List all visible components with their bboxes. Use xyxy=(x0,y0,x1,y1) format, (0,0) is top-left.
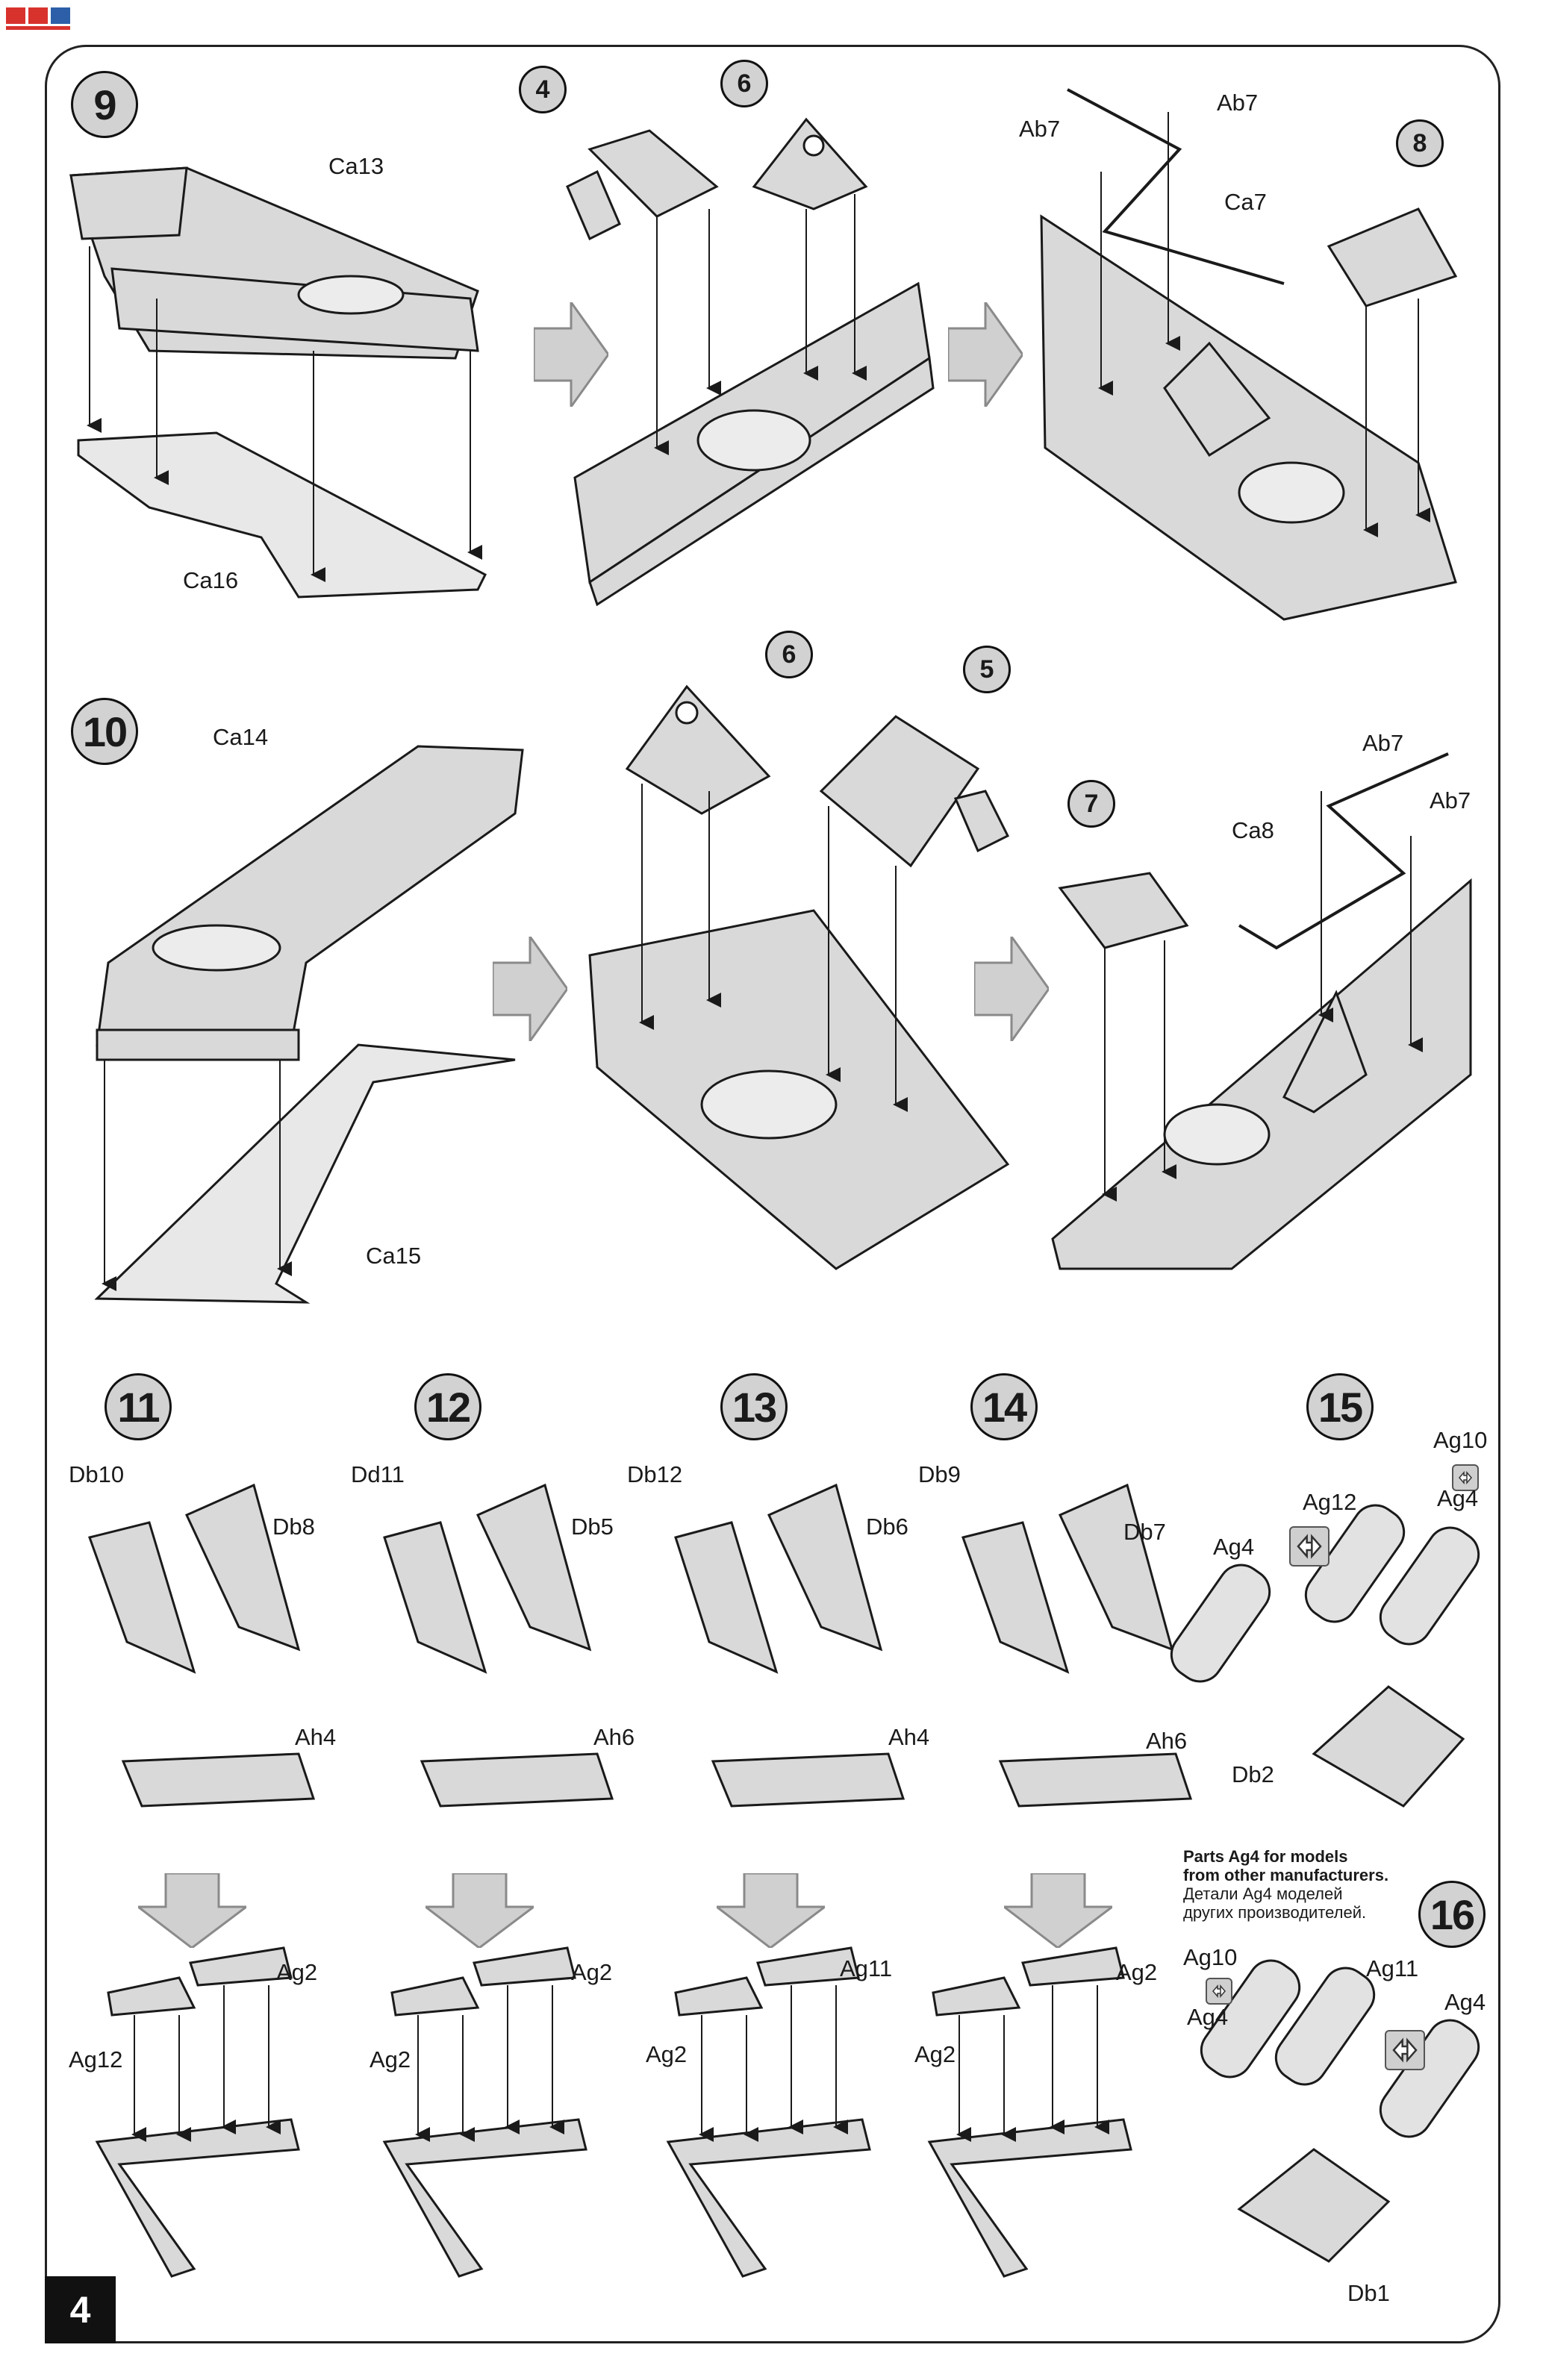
step10-wire-ca8 xyxy=(1238,752,1449,950)
part-label-ag4: Ag4 xyxy=(1187,2004,1229,2030)
part-label-ah6: Ah6 xyxy=(593,1724,635,1750)
step9-wire-ca7 xyxy=(1067,88,1285,285)
part-label-ag11: Ag11 xyxy=(1366,1955,1419,1981)
subassembly-ref-6-b: 6 xyxy=(765,631,813,678)
part-label-ag12: Ag12 xyxy=(69,2046,123,2073)
assembly-arrow-down xyxy=(426,1873,534,1948)
part-label-ca16: Ca16 xyxy=(183,567,239,593)
step10-part5 xyxy=(819,715,1010,868)
step-number-9: 9 xyxy=(71,71,138,138)
manufacturer-logo xyxy=(6,7,70,30)
step9-frame-ca16 xyxy=(77,431,487,599)
part-label-ag10: Ag10 xyxy=(1433,1427,1488,1453)
subassembly-ref-4: 4 xyxy=(519,66,567,113)
part-label-ag10: Ag10 xyxy=(1183,1944,1238,1970)
part-label-ag12: Ag12 xyxy=(1303,1489,1357,1515)
step-number-13: 13 xyxy=(720,1373,788,1440)
step9-part8 xyxy=(1327,207,1458,307)
part-label-ag2: Ag2 xyxy=(1116,1959,1158,1985)
assembly-arrow-right xyxy=(948,302,1023,407)
part-label-ah4: Ah4 xyxy=(295,1724,337,1750)
alternative-part-icon xyxy=(1206,1978,1232,2005)
assembly-arrow-down xyxy=(138,1873,246,1948)
step10-frame-ca15 xyxy=(94,1043,516,1304)
alternative-parts-note: Parts Ag4 for models from other manufact… xyxy=(1183,1847,1437,1922)
part-label-ab7: Ab7 xyxy=(1362,730,1404,756)
step-number-16: 16 xyxy=(1418,1881,1486,1948)
part-label-ag4: Ag4 xyxy=(1444,1989,1486,2015)
part-label-ca7: Ca7 xyxy=(1224,189,1267,215)
alternative-part-icon xyxy=(1385,2030,1425,2070)
note-russian-1: Детали Ag4 моделей xyxy=(1183,1884,1343,1903)
subassembly-ref-6: 6 xyxy=(720,60,768,107)
step9-hull-middle xyxy=(573,281,935,607)
part-label-ca8: Ca8 xyxy=(1232,817,1274,843)
page-frame xyxy=(45,45,1500,2343)
steps11-14-lower xyxy=(95,1946,1132,2278)
step15-parts xyxy=(1170,1504,1480,1808)
note-english-1: Parts Ag4 for models xyxy=(1183,1847,1348,1866)
part-label-ab7: Ab7 xyxy=(1019,116,1061,142)
part-label-db6: Db6 xyxy=(866,1514,908,1540)
part-label-ca15: Ca15 xyxy=(366,1243,422,1269)
step-number-10: 10 xyxy=(71,698,138,765)
subassembly-ref-7: 7 xyxy=(1067,780,1115,828)
part-label-ah4: Ah4 xyxy=(888,1724,930,1750)
part-label-ag2: Ag2 xyxy=(370,2046,411,2073)
note-russian-2: других производителей. xyxy=(1183,1903,1367,1922)
step10-part7 xyxy=(1058,872,1189,949)
part-label-ag2: Ag2 xyxy=(571,1959,613,1985)
step-number-14: 14 xyxy=(970,1373,1038,1440)
alternative-part-icon xyxy=(1289,1526,1330,1567)
steps11-14-parts xyxy=(88,1483,1193,1808)
note-english-2: from other manufacturers. xyxy=(1183,1866,1389,1884)
step10-chassis-part xyxy=(96,745,524,1061)
step9-part4 xyxy=(566,129,719,241)
assembly-arrow-right xyxy=(974,937,1049,1041)
part-label-db1: Db1 xyxy=(1347,2280,1390,2306)
part-label-ag4: Ag4 xyxy=(1437,1485,1479,1511)
part-label-db8: Db8 xyxy=(272,1514,315,1540)
alternative-part-icon xyxy=(1452,1464,1479,1491)
subassembly-ref-5: 5 xyxy=(963,646,1011,693)
page-number: 4 xyxy=(45,2276,116,2343)
part-label-db2: Db2 xyxy=(1232,1761,1274,1787)
part-label-ca13: Ca13 xyxy=(328,153,384,179)
step9-hull-right xyxy=(1040,214,1457,621)
assembly-arrow-down xyxy=(717,1873,825,1948)
step10-part6 xyxy=(625,684,771,815)
part-label-db9: Db9 xyxy=(918,1461,961,1487)
part-label-dd11: Dd11 xyxy=(351,1461,405,1487)
part-label-ca14: Ca14 xyxy=(213,724,269,750)
part-label-ab7: Ab7 xyxy=(1217,90,1259,116)
part-label-ag2: Ag2 xyxy=(914,2041,956,2067)
part-label-db10: Db10 xyxy=(69,1461,125,1487)
part-label-ah6: Ah6 xyxy=(1146,1728,1188,1754)
step10-hull-right xyxy=(1051,878,1472,1270)
assembly-arrow-right xyxy=(493,937,567,1041)
assembly-arrow-down xyxy=(1004,1873,1112,1948)
step-number-12: 12 xyxy=(414,1373,481,1440)
assembly-arrow-right xyxy=(534,302,608,407)
part-label-db12: Db12 xyxy=(627,1461,683,1487)
subassembly-ref-8: 8 xyxy=(1396,119,1444,167)
part-label-ag2: Ag2 xyxy=(276,1959,318,1985)
part-label-ag2: Ag2 xyxy=(646,2041,688,2067)
step-number-15: 15 xyxy=(1306,1373,1374,1440)
step16-parts xyxy=(1200,1959,1480,2263)
part-label-db7: Db7 xyxy=(1123,1519,1166,1545)
step9-part6 xyxy=(752,117,868,210)
step9-chassis-part xyxy=(69,166,479,360)
part-label-ab7: Ab7 xyxy=(1430,787,1471,813)
step-number-11: 11 xyxy=(105,1373,172,1440)
part-label-ag4: Ag4 xyxy=(1213,1534,1255,1560)
step10-hull-middle xyxy=(588,909,1010,1270)
part-label-db5: Db5 xyxy=(571,1514,614,1540)
part-label-ag11: Ag11 xyxy=(840,1955,893,1981)
